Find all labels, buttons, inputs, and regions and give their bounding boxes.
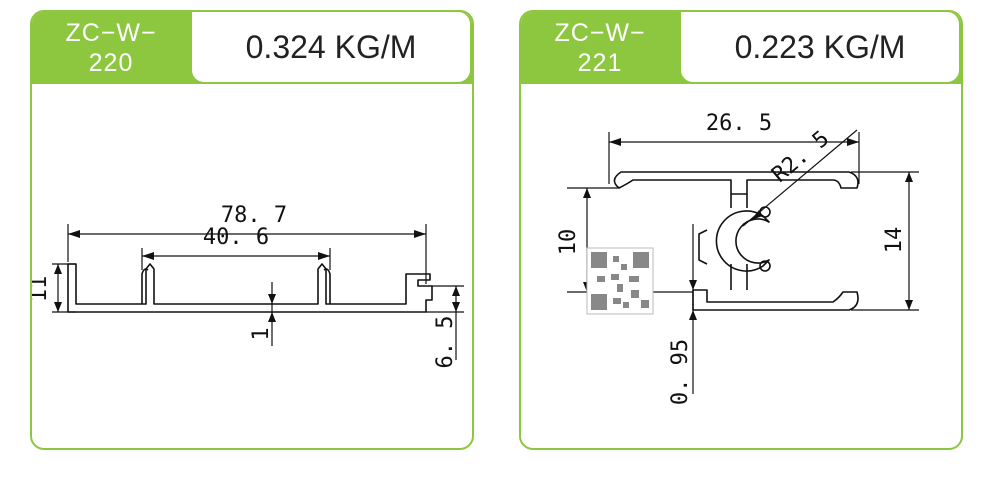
profile-outline	[67, 263, 433, 313]
leader-radius	[742, 129, 858, 227]
product-weight: 0.223 KG/M	[734, 29, 906, 65]
profile-hook-tip	[759, 260, 771, 272]
leader-radius-arrow	[751, 210, 763, 220]
profile-round-channel	[715, 210, 770, 272]
product-code: ZC−W− 220	[32, 12, 190, 84]
dim-arrows-step	[452, 286, 460, 312]
dim-label-inner: 40. 6	[203, 225, 269, 250]
weight-box: 0.223 KG/M	[681, 12, 959, 82]
profile-lip-right	[323, 268, 331, 304]
dim-label-thickness: 0. 95	[668, 339, 693, 405]
product-card-221: ZC−W− 221 0.223 KG/M 26. 5 R2. 5 10	[519, 10, 963, 450]
dim-label-height: 14	[882, 227, 907, 254]
profile-drawing-220: 78. 7 40. 6 11 1 6. 5	[32, 203, 464, 369]
dim-label-height: 11	[32, 276, 52, 303]
profile-lip-left	[141, 268, 149, 304]
product-code: ZC−W− 221	[521, 12, 679, 84]
profile-top-flange	[613, 171, 859, 195]
product-weight: 0.324 KG/M	[245, 29, 417, 65]
product-code-line1: ZC−W−	[554, 19, 646, 47]
product-code-line1: ZC−W−	[65, 19, 157, 47]
profile-web	[730, 194, 748, 290]
qr-code-icon	[586, 247, 654, 315]
dim-label-width: 78. 7	[221, 203, 287, 228]
product-code-line2: 220	[88, 49, 134, 77]
dim-arrows-height	[54, 264, 62, 312]
profile-drawing-221: 26. 5 R2. 5 10 14 0. 95	[556, 111, 919, 405]
dim-arrows-thickness	[268, 294, 276, 322]
product-code-line2: 221	[577, 49, 623, 77]
profile-bottom-flange	[692, 289, 859, 311]
weight-box: 0.324 KG/M	[192, 12, 470, 82]
dim-label-inner-height: 10	[556, 229, 581, 256]
dim-label-thickness: 1	[249, 327, 274, 340]
dim-label-step: 6. 5	[433, 316, 458, 369]
dim-arrows-thickness	[689, 280, 697, 320]
dim-label-width: 26. 5	[706, 111, 772, 136]
profile-left-tab	[698, 229, 708, 265]
product-card-220: ZC−W− 220 0.324 KG/M 78. 7 40. 6 11 1	[30, 10, 474, 450]
